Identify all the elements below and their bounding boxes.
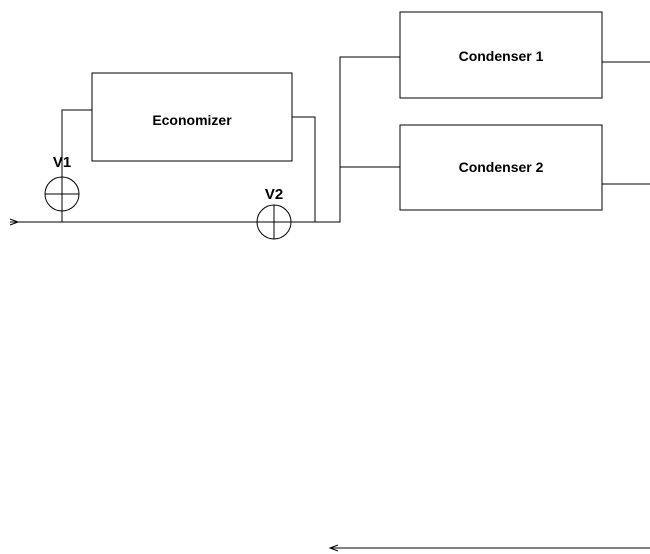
condenser-1-label: Condenser 1	[459, 48, 544, 64]
condenser-1-box[interactable]: Condenser 1	[399, 11, 603, 99]
economizer-box[interactable]: Economizer	[91, 72, 293, 162]
condenser-2-label: Condenser 2	[459, 159, 544, 175]
return-arrow	[328, 544, 339, 552]
valve-v2[interactable]: V2	[256, 186, 292, 240]
condenser-header-pipe	[315, 56, 400, 223]
economizer-label: Economizer	[152, 112, 232, 128]
valve-v1[interactable]: V1	[44, 154, 80, 212]
condenser-2-box[interactable]: Condenser 2	[399, 124, 603, 211]
economizer-outlet-pipe	[292, 116, 316, 222]
valve-v2-label: V2	[265, 186, 283, 203]
valve-v1-label: V1	[53, 154, 71, 171]
